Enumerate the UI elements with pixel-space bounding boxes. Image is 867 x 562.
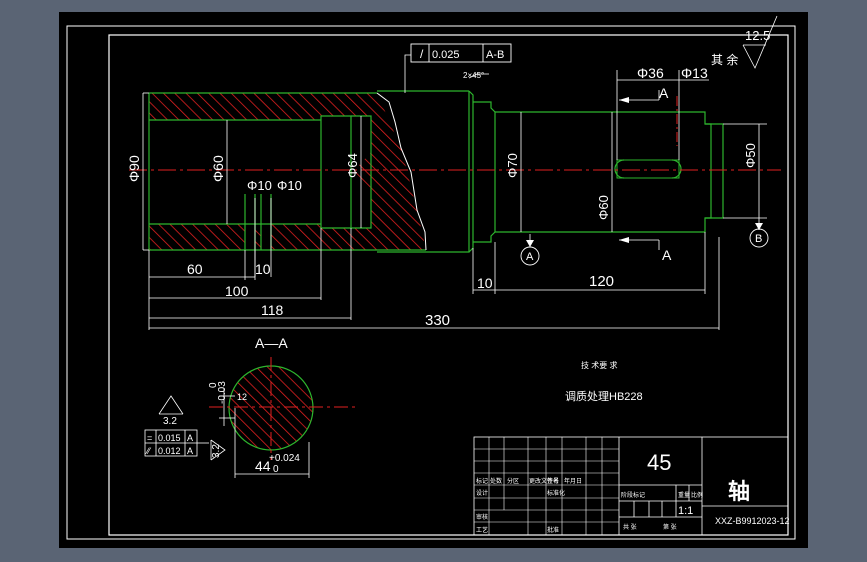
dim-l10b: 10 (477, 275, 493, 291)
dim-l118: 118 (261, 302, 284, 318)
dim-d60-left: Φ60 (210, 155, 226, 182)
gtol-symbol: / (420, 47, 424, 61)
roughness-label: 其 余 (711, 52, 738, 67)
datum-a-label: A (526, 251, 534, 263)
tol-frame-1-datum: A (187, 433, 193, 443)
section-ra-b: 3.2 (211, 444, 222, 458)
section-aa (144, 357, 357, 478)
datum-a-circle (520, 246, 540, 266)
dim-l100: 100 (225, 283, 249, 299)
gtol-frame (410, 43, 512, 63)
tb-label-date: 年月日 (564, 477, 582, 485)
tol-frame-2-datum: A (187, 446, 193, 456)
section-title: A—A (255, 335, 288, 351)
datum-b-circle (749, 228, 769, 248)
dim-d90: Φ90 (126, 155, 142, 182)
drawing-canvas: / 0.025 A-B 2×45° Φ90 Φ60 Φ10 Φ10 Φ64 Φ7… (66, 15, 796, 540)
tb-label-sign: 签名 (547, 477, 559, 485)
dim-d70: Φ70 (505, 153, 520, 178)
dim-d50: Φ50 (743, 143, 758, 168)
section-mark-bottom: A (662, 247, 672, 263)
tol-frame-2-symbol: ⁄⁄ (145, 446, 152, 456)
section-tol-top: 0 (208, 382, 219, 388)
dim-l330: 330 (425, 312, 450, 329)
tb-label-review: 审核 (476, 513, 488, 521)
tech-req-title: 技 术要 求 (581, 360, 617, 370)
tb-label-process: 工艺 (476, 526, 488, 534)
bore-cutout (149, 120, 351, 224)
tb-label-mark: 标记 (476, 477, 488, 485)
section-tol-bottom: -0.03 (217, 381, 228, 404)
dim-l60: 60 (187, 261, 203, 277)
tol-frame-1-symbol: = (147, 433, 152, 443)
section-ra-a: 3.2 (163, 416, 177, 427)
dimension-lines (142, 15, 778, 330)
drawing-number: XXZ-B9912023-12 (715, 516, 790, 526)
section-mark-top: A (659, 85, 669, 101)
datum-b-label: B (755, 233, 762, 245)
tb-label-count: 处数 (490, 477, 502, 485)
tb-label-stage: 阶段标记 (621, 491, 645, 499)
tol-frame-2-value: 0.012 (158, 446, 181, 456)
dim-d10b: Φ10 (277, 178, 302, 193)
tb-label-sheet: 第 张 (663, 523, 677, 531)
tb-label-zone: 分区 (507, 477, 519, 485)
dim-d60-right: Φ60 (596, 195, 611, 220)
bore-cone (351, 116, 371, 228)
tb-label-change: 更改文件号 (529, 477, 559, 485)
dim-d64: Φ64 (345, 153, 360, 178)
dim-l10a: 10 (255, 261, 271, 277)
material: 45 (647, 450, 671, 475)
tb-label-scale: 比例 (691, 491, 703, 499)
title-block (473, 436, 789, 536)
arrows (526, 97, 763, 247)
shaft-main-view (129, 90, 781, 253)
tb-label-approve: 批准 (547, 526, 559, 534)
section-dim-44-upper: +0.024 (269, 453, 300, 464)
section-dim-44-lower: 0 (273, 464, 279, 475)
roughness-value: 12.5 (745, 28, 770, 43)
part-name: 轴 (728, 479, 750, 504)
tb-label-standard: 标准化 (547, 489, 565, 497)
dim-d36: Φ36 (637, 65, 664, 81)
tech-req-text: 调质处理HB228 (565, 390, 643, 403)
chamfer-label: 2×45° (463, 71, 484, 80)
dim-d13: Φ13 (681, 65, 708, 81)
tb-label-total: 共 张 (623, 523, 637, 531)
tb-label-weight: 重量 (678, 491, 690, 499)
outer-frame (66, 25, 796, 540)
section-key-tol: 12 (237, 392, 247, 402)
gtol-datum: A-B (486, 49, 504, 61)
tol-frame-1-value: 0.015 (158, 433, 181, 443)
drawing-sheet: / 0.025 A-B 2×45° Φ90 Φ60 Φ10 Φ10 Φ64 Φ7… (59, 12, 808, 548)
inner-frame (108, 34, 789, 536)
title-block-grid (474, 437, 619, 535)
section-dim-44: 44 (255, 458, 271, 474)
scale: 1:1 (678, 505, 693, 517)
tb-label-design: 设计 (476, 489, 488, 497)
dim-l120: 120 (589, 273, 614, 290)
dim-d10a: Φ10 (247, 178, 272, 193)
gtol-value: 0.025 (432, 49, 460, 61)
